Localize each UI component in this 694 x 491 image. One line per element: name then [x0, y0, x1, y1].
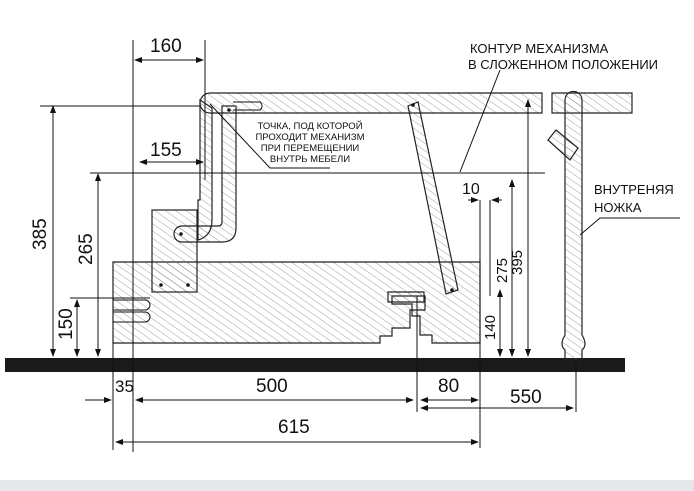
top-tube-end — [551, 92, 633, 114]
dim-160: 160 — [150, 36, 182, 57]
tube-slot — [233, 101, 263, 111]
dim-150: 150 — [56, 308, 77, 340]
folded-contour-label-1: КОНТУР МЕХАНИЗМА — [470, 41, 609, 56]
dim-550: 550 — [510, 387, 542, 408]
leg-brace — [547, 129, 579, 161]
inner-leg — [561, 90, 586, 361]
folded-contour-label-2: В СЛОЖЕННОМ ПОЛОЖЕНИИ — [468, 57, 658, 72]
dimension-lines — [40, 40, 680, 452]
dim-615: 615 — [278, 417, 310, 438]
floor — [5, 358, 625, 372]
bottom-strip — [0, 480, 694, 491]
pass-point-label-3: ПРИ ПЕРЕМЕЩЕНИИ — [261, 143, 360, 154]
diagonal-link — [407, 101, 459, 295]
pass-point-label-4: ВНУТРЬ МЕБЕЛИ — [270, 154, 350, 165]
dim-35: 35 — [115, 377, 134, 396]
dim-500: 500 — [256, 376, 288, 397]
dim-10: 10 — [462, 181, 480, 198]
dim-395: 395 — [509, 250, 526, 275]
dim-80: 80 — [438, 376, 459, 397]
inner-leg-label-2: НОЖКА — [594, 200, 642, 215]
dim-265: 265 — [76, 233, 97, 265]
dim-140: 140 — [482, 315, 499, 340]
dim-275: 275 — [494, 258, 511, 283]
bracket-plate — [151, 209, 198, 293]
rail-slot-upper — [113, 299, 151, 311]
dim-385: 385 — [30, 218, 51, 250]
pass-point-label-1: ТОЧКА, ПОД КОТОРОЙ — [257, 120, 362, 132]
pass-point-label-2: ПРОХОДИТ МЕХАНИЗМ — [255, 132, 364, 143]
mechanism-drawing: 160 155 385 265 150 10 275 395 140 35 50… — [5, 36, 680, 452]
inner-leg-label-1: ВНУТРЕНЯЯ — [594, 182, 674, 197]
rail-slot-lower — [113, 311, 151, 323]
l-arm — [173, 105, 237, 243]
base-step — [387, 291, 425, 303]
dim-155: 155 — [150, 140, 182, 161]
